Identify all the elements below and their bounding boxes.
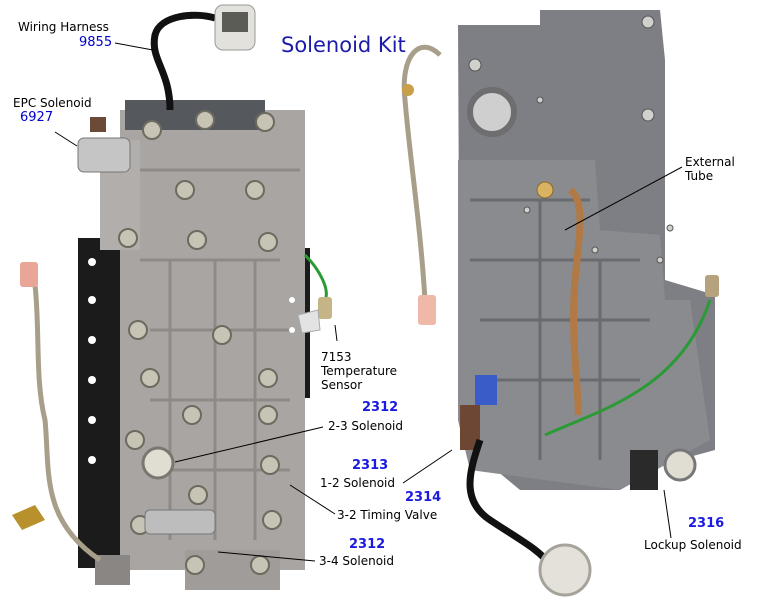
epc-solenoid-part-number: 6927 <box>20 110 54 125</box>
solenoid-1-2-part <box>460 405 480 450</box>
timing-valve-3-2-label: 3-2 Timing Valve <box>337 508 438 522</box>
lockup-solenoid-part <box>663 448 697 482</box>
leader-3-2-timing-valve <box>289 484 336 515</box>
solenoid-2-3-part <box>141 446 175 480</box>
leader-lockup-solenoid <box>663 489 672 539</box>
solenoid-3-4-part-number: 2312 <box>349 537 386 552</box>
leader-1-2-solenoid <box>402 449 453 484</box>
timing-valve-3-2-part-number: 2314 <box>405 490 442 505</box>
diagram-title: Solenoid Kit <box>281 33 406 57</box>
right-body-port <box>467 87 517 137</box>
temperature-sensor-label-line1: Temperature <box>321 364 398 378</box>
leader-wiring-harness <box>114 42 154 51</box>
wiring-harness-cable <box>150 11 217 111</box>
leader-temperature-sensor <box>334 324 338 342</box>
external-tube-label-line1: External <box>685 155 735 169</box>
valve-body-casting <box>120 110 305 570</box>
temperature-sensor-label-line2: Sensor <box>321 378 363 392</box>
lockup-solenoid-label: Lockup Solenoid <box>644 538 742 552</box>
solenoid-1-2-part-number: 2313 <box>352 458 389 473</box>
solenoid-3-4-part <box>144 509 216 535</box>
left-valve-body <box>12 4 332 590</box>
epc-solenoid-part <box>77 137 131 173</box>
temperature-sensor-part <box>318 297 332 319</box>
solenoid-3-4-label: 3-4 Solenoid <box>319 554 394 568</box>
temperature-sensor-part-number: 7153 <box>321 350 352 364</box>
solenoid-2-3-label: 2-3 Solenoid <box>328 419 403 433</box>
wiring-harness-label: Wiring Harness <box>18 20 109 34</box>
solenoid-2-3-part-number: 2312 <box>362 400 399 415</box>
right-valve-body <box>401 10 719 597</box>
harness-connector-right <box>538 543 592 597</box>
lockup-solenoid-part-number: 2316 <box>688 516 725 531</box>
leader-3-4-solenoid <box>217 551 316 562</box>
leader-2-3-solenoid <box>174 426 324 463</box>
epc-solenoid-label: EPC Solenoid <box>13 96 92 110</box>
external-tube-part <box>567 187 584 416</box>
external-tube-label-line2: Tube <box>685 169 714 183</box>
blue-connector <box>475 375 497 405</box>
leader-external-tube <box>564 166 683 231</box>
wiring-harness-part-number: 9855 <box>79 35 113 50</box>
leader-epc-solenoid <box>54 131 78 147</box>
solenoid-1-2-label: 1-2 Solenoid <box>320 476 395 490</box>
